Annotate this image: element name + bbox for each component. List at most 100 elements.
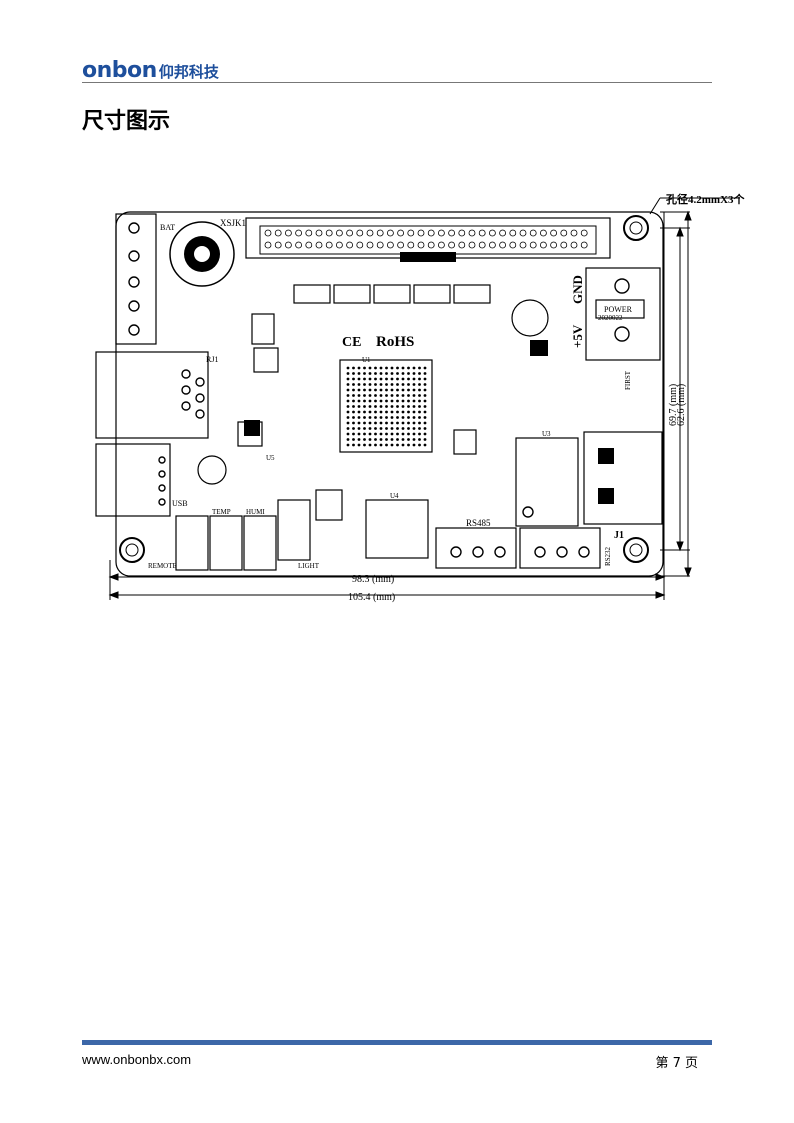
bga-ball [385,432,388,436]
bga-ball [352,416,355,419]
bga-ball [374,438,377,441]
label-xsjk1: XSJK1 [220,218,246,228]
header-pin [284,241,292,249]
bga-ball [357,394,361,397]
bga-ball [379,366,383,370]
label-power-code: 2020022 [598,314,623,322]
sensor-connector-remote [175,515,209,571]
bga-ball [352,377,355,381]
bga-ball [363,427,366,430]
bga-ball [346,399,350,403]
sensor-connector-temp [209,515,243,571]
bga-ball [368,421,372,425]
header-pin [570,241,578,249]
label-u4: U4 [390,492,399,500]
header-pin [325,241,333,249]
bga-ball [374,383,377,386]
bga-ball [396,410,399,414]
bga-ball [352,432,355,436]
bga-ball [357,366,361,370]
label-u3: U3 [542,430,551,438]
bga-ball [357,405,361,408]
header-pin [427,241,435,249]
bga-ball [390,388,394,392]
bga-ball [396,443,399,447]
bga-ball [346,438,350,441]
bga-ball [390,405,394,408]
bga-ball [423,394,427,397]
bga-ball [407,377,410,381]
left-terminal-block [115,213,157,345]
sensor-connector-humi [243,515,277,571]
bga-ball [379,383,383,386]
label-u1: U1 [362,356,371,364]
bga-ball [390,438,394,441]
bga-ball [374,416,377,419]
bga-ball [412,443,416,447]
bga-ball [390,366,394,370]
header-pin [315,241,323,249]
bga-ball [412,405,416,408]
header-pin [335,241,343,249]
section-title: 尺寸图示 [82,109,171,134]
header-pin [488,229,496,237]
header-pin [540,241,547,249]
dim-width-inner: 98.3 (mm) [352,574,394,585]
bga-ball [407,405,410,408]
bga-ball [379,410,383,414]
dim-width-outer: 105.4 (mm) [348,592,395,603]
label-remote: REMOTE [148,562,177,570]
bga-ball [368,432,372,436]
bga-ball [363,421,366,425]
bga-ball [374,427,377,430]
bga-ball [368,438,372,441]
bga-ball [401,432,405,436]
bga-ball [396,366,399,370]
bga-ball [407,394,410,397]
bga-ball [346,416,350,419]
bga-ball [396,372,399,375]
bga-ball [418,405,421,408]
header-pin [295,229,303,237]
bga-ball [418,394,421,397]
bga-ball [352,405,355,408]
bga-ball [352,388,355,392]
bga-ball [401,438,405,441]
bga-ball [412,416,416,419]
bga-ball [390,377,394,381]
bga-ball [368,388,372,392]
bga-ball [401,399,405,403]
bga-ball [346,405,350,408]
bga-ball [396,405,399,408]
bga-ball [379,416,383,419]
bga-ball [412,438,416,441]
bga-ball [412,432,416,436]
header-divider [82,82,712,83]
header-pin [356,229,364,237]
bga-ball [385,416,388,419]
bga-ball [385,394,388,397]
bga-ball [346,394,350,397]
bga-ball [401,405,405,408]
bga-ball [357,377,361,381]
bga-ball [390,410,394,414]
bga-ball [374,388,377,392]
bga-ball [396,377,399,381]
bga-ball [396,394,399,397]
header-pin [468,241,476,249]
bga-ball [418,383,421,386]
bga-ball [363,410,366,414]
header-pin [560,241,568,249]
bga-ball [407,416,410,419]
bga-ball [346,383,350,386]
chip-u4 [365,499,429,559]
bga-ball [357,416,361,419]
dim-height-outer: 62.6 (mm) [676,384,687,426]
main-chip-u1 [339,359,433,453]
header-pin [529,241,537,249]
bga-ball [379,394,383,397]
bga-ball [368,372,372,375]
company-logo: onbon 仰邦科技 [82,58,219,84]
bga-ball [396,427,399,430]
label-j1: J1 [614,530,624,541]
